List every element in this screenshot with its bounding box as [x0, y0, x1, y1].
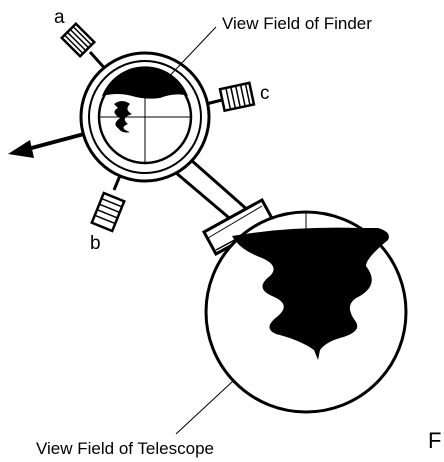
finder-view-field	[81, 53, 209, 181]
telescope-label-leader	[176, 381, 233, 434]
telescope-label: View Field of Telescope	[36, 440, 214, 457]
direction-arrow	[8, 134, 84, 158]
knob-label-b: b	[90, 234, 101, 253]
knob-label-a: a	[54, 8, 65, 27]
knob-label-c: c	[260, 84, 270, 103]
adjustment-knob-a	[62, 24, 108, 72]
telescope-view-field	[206, 212, 406, 412]
finder-label: View Field of Finder	[222, 15, 372, 32]
figure-fragment-label: F	[428, 430, 441, 452]
